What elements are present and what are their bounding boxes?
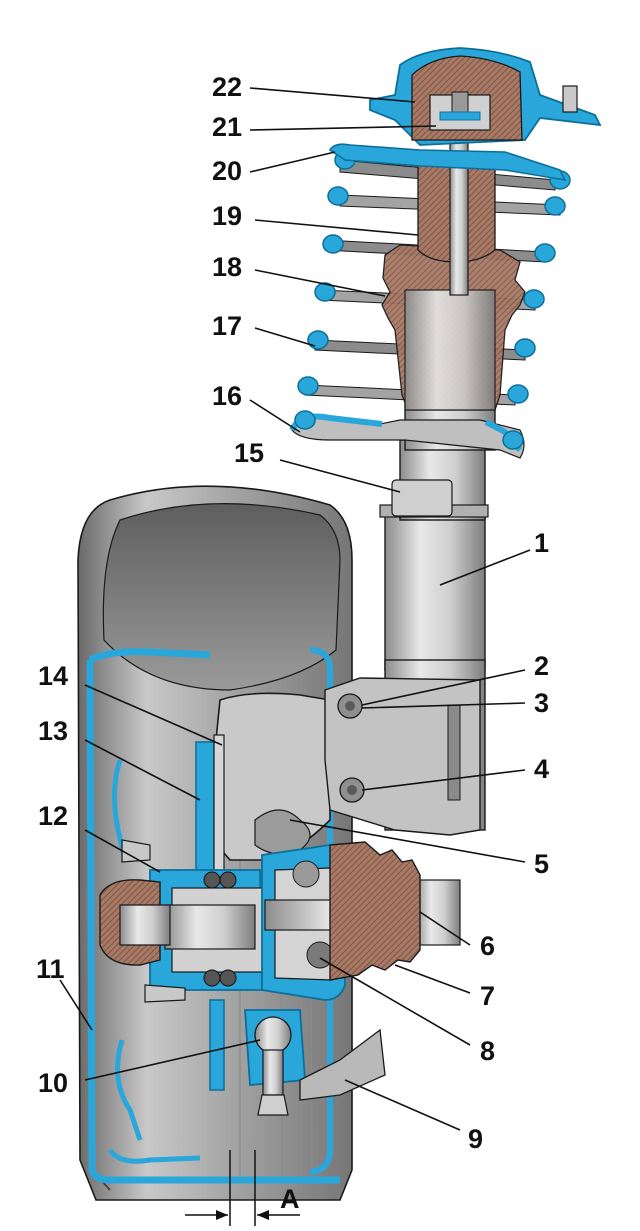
callout-22: 22 [212, 72, 242, 102]
callout-16: 16 [212, 381, 242, 411]
protective-boot [381, 244, 526, 411]
callout-10: 10 [38, 1068, 68, 1098]
callout-20: 20 [212, 156, 242, 186]
callout-17: 17 [212, 311, 242, 341]
leader-20 [249, 151, 336, 173]
callout-14: 14 [38, 661, 68, 691]
leader-4 [361, 769, 526, 791]
upper-strut-mount [369, 47, 602, 146]
callout-15: 15 [234, 438, 264, 468]
leader-8 [319, 957, 471, 1046]
ball-joint [244, 1009, 306, 1116]
dimension-a: A [185, 1150, 300, 1226]
leader-16 [249, 399, 301, 433]
callout-3: 3 [534, 688, 549, 718]
leader-6 [419, 911, 471, 946]
callout-5: 5 [534, 849, 549, 879]
callout-13: 13 [38, 716, 68, 746]
leader-2 [361, 669, 526, 706]
suspension-arm [299, 1028, 386, 1101]
wheel-hub [99, 839, 273, 1003]
callout-6: 6 [480, 931, 495, 961]
leader-1 [439, 549, 531, 586]
leader-3 [361, 702, 526, 709]
steering-knuckle [209, 692, 331, 861]
callout-11: 11 [36, 954, 65, 984]
leader-19 [254, 219, 419, 236]
callout-21: 21 [212, 112, 242, 142]
leader-12 [84, 829, 161, 873]
leader-9 [344, 1079, 461, 1131]
leader-lines [59, 87, 531, 1131]
leader-14 [84, 684, 223, 746]
upper-spring-seat [328, 143, 567, 182]
callout-1: 1 [534, 528, 549, 558]
callout-12: 12 [38, 801, 68, 831]
cv-joint-boot [329, 841, 421, 981]
leader-13 [84, 739, 201, 801]
leader-10 [84, 1039, 261, 1081]
brake-disc-and-shield [195, 734, 225, 1091]
dimension-a-label: A [280, 1184, 300, 1214]
leader-7 [394, 964, 471, 994]
callout-7: 7 [480, 981, 495, 1011]
callout-8: 8 [480, 1036, 495, 1066]
leader-22 [249, 87, 416, 103]
leader-21 [249, 125, 437, 131]
callout-9: 9 [468, 1124, 483, 1154]
strut-bracket [324, 677, 481, 836]
leader-17 [254, 327, 316, 347]
callout-labels: 1 2 3 4 5 6 7 8 9 10 11 12 13 14 15 16 1… [36, 72, 549, 1154]
callout-4: 4 [534, 754, 549, 784]
leader-5 [289, 819, 526, 863]
callout-2: 2 [534, 651, 549, 681]
callout-19: 19 [212, 201, 242, 231]
leader-11 [59, 979, 93, 1031]
leader-18 [254, 269, 386, 297]
callout-18: 18 [212, 252, 242, 282]
leader-15 [279, 459, 401, 493]
